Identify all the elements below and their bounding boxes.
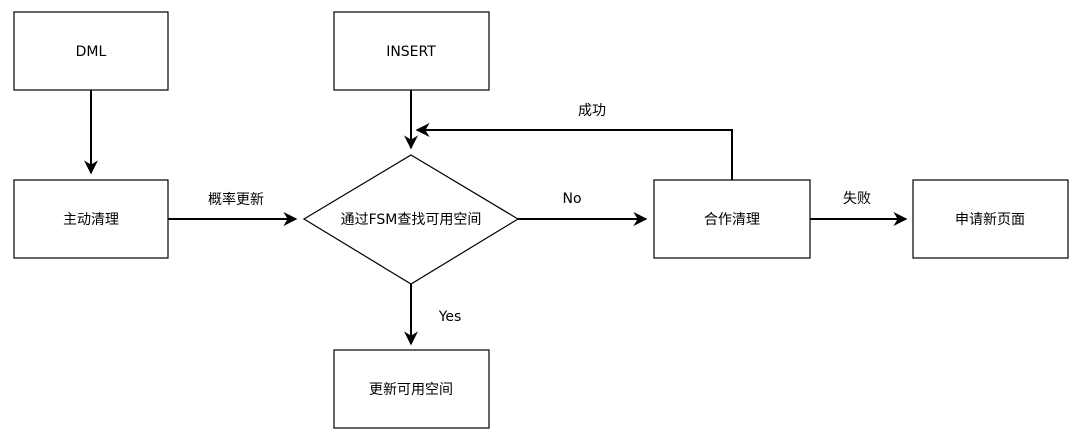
node-active-cleanup-label: 主动清理: [63, 212, 119, 228]
node-update-space: 更新可用空间: [333, 349, 490, 429]
edge-label-no: No: [562, 191, 581, 207]
node-update-space-label: 更新可用空间: [369, 382, 453, 398]
edge-label-success: 成功: [578, 103, 606, 119]
node-dml: DML: [13, 11, 169, 91]
node-decision: 通过FSM查找可用空间: [302, 154, 520, 285]
node-active-cleanup: 主动清理: [13, 179, 169, 259]
edge-label-yes: Yes: [438, 309, 462, 325]
edge-coop-cleanup-success-loop: [415, 123, 733, 180]
node-coop-cleanup: 合作清理: [653, 179, 811, 259]
node-coop-cleanup-label: 合作清理: [704, 212, 760, 228]
node-new-page: 申请新页面: [912, 179, 1069, 259]
node-dml-label: DML: [76, 44, 107, 60]
edge-label-failure: 失败: [843, 191, 871, 207]
node-new-page-label: 申请新页面: [955, 212, 1025, 228]
node-insert: INSERT: [333, 11, 490, 91]
node-decision-label: 通过FSM查找可用空间: [341, 212, 482, 228]
node-insert-label: INSERT: [386, 44, 436, 60]
edge-label-probabilistic-update: 概率更新: [208, 191, 264, 208]
